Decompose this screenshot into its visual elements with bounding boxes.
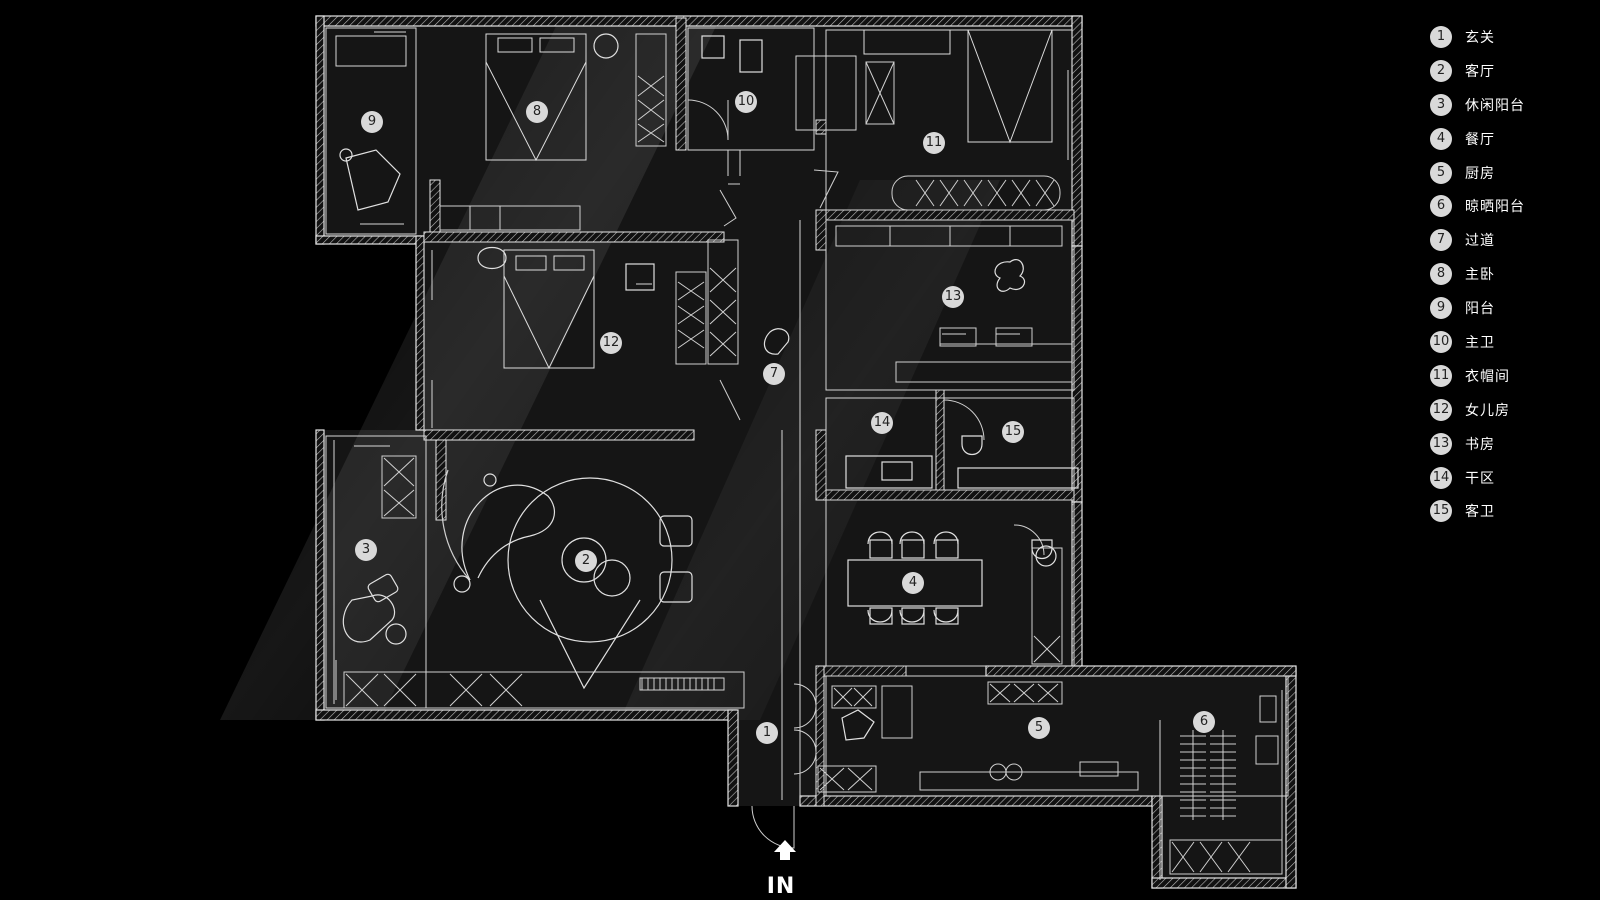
legend-number: 13 <box>1430 432 1452 455</box>
room-badge-10: 10 <box>735 91 757 113</box>
legend-number: 15 <box>1430 500 1452 523</box>
entry-marker: IN <box>758 850 804 898</box>
legend-item: 7 过道 <box>1430 223 1580 257</box>
legend-label: 阳台 <box>1465 301 1495 318</box>
legend-item: 14 干区 <box>1430 461 1580 495</box>
legend-number: 7 <box>1430 229 1452 252</box>
legend-item: 6 晾晒阳台 <box>1430 189 1580 223</box>
room-badge-15: 15 <box>1002 421 1024 443</box>
room-badge-9: 9 <box>361 111 383 133</box>
legend-item: 9 阳台 <box>1430 291 1580 325</box>
legend-label: 书房 <box>1465 436 1495 453</box>
legend-number: 5 <box>1430 161 1452 184</box>
legend-label: 客厅 <box>1465 63 1495 80</box>
legend-item: 8 主卧 <box>1430 257 1580 291</box>
legend-number: 6 <box>1430 195 1452 218</box>
room-badge-5: 5 <box>1028 717 1050 739</box>
room-badge-4: 4 <box>902 572 924 594</box>
legend-number: 2 <box>1430 59 1452 82</box>
room-badge-12: 12 <box>600 332 622 354</box>
legend-label: 厨房 <box>1465 165 1495 182</box>
room-badge-6: 6 <box>1193 711 1215 733</box>
legend-number: 1 <box>1430 25 1452 48</box>
legend-label: 晾晒阳台 <box>1465 199 1525 216</box>
other-furniture <box>477 35 1079 741</box>
legend-item: 10 主卫 <box>1430 325 1580 359</box>
exterior-walls <box>315 15 1297 889</box>
legend-number: 3 <box>1430 93 1452 116</box>
legend-item: 2 客厅 <box>1430 54 1580 88</box>
legend-item: 3 休闲阳台 <box>1430 88 1580 122</box>
room-badge-13: 13 <box>942 286 964 308</box>
legend-number: 12 <box>1430 398 1452 421</box>
legend-label: 餐厅 <box>1465 131 1495 148</box>
legend-number: 9 <box>1430 297 1452 320</box>
legend-label: 玄关 <box>1465 29 1495 46</box>
legend-label: 衣帽间 <box>1465 368 1510 385</box>
room-badge-11: 11 <box>923 132 945 154</box>
floor-area <box>220 18 1296 888</box>
legend-label: 主卫 <box>1465 334 1495 351</box>
legend-item: 12 女儿房 <box>1430 393 1580 427</box>
entry-label: IN <box>766 874 796 899</box>
legend-number: 11 <box>1430 364 1452 387</box>
room-badge-14: 14 <box>871 412 893 434</box>
legend-item: 15 客卫 <box>1430 494 1580 528</box>
room-badge-7: 7 <box>763 363 785 385</box>
legend-label: 主卧 <box>1465 267 1495 284</box>
legend-item: 1 玄关 <box>1430 20 1580 54</box>
legend-item: 13 书房 <box>1430 427 1580 461</box>
legend-number: 10 <box>1430 330 1452 353</box>
legend-item: 4 餐厅 <box>1430 122 1580 156</box>
legend-number: 14 <box>1430 466 1452 489</box>
legend-label: 客卫 <box>1465 504 1495 521</box>
room-badge-3: 3 <box>355 539 377 561</box>
room-badge-1: 1 <box>756 722 778 744</box>
legend-item: 5 厨房 <box>1430 156 1580 190</box>
room-badge-8: 8 <box>526 101 548 123</box>
window-marks <box>335 31 1020 700</box>
legend-number: 8 <box>1430 263 1452 286</box>
legend-label: 过道 <box>1465 233 1495 250</box>
living-furniture <box>339 33 693 690</box>
legend-label: 女儿房 <box>1465 402 1510 419</box>
legend-number: 4 <box>1430 127 1452 150</box>
beds <box>485 29 1053 370</box>
legend-label: 干区 <box>1465 470 1495 487</box>
entry-arrow <box>774 840 796 860</box>
interior-walls <box>423 17 1075 807</box>
cabinets <box>343 33 1283 875</box>
room-badge-2: 2 <box>575 550 597 572</box>
legend-label: 休闲阳台 <box>1465 97 1525 114</box>
legend-item: 11 衣帽间 <box>1430 359 1580 393</box>
